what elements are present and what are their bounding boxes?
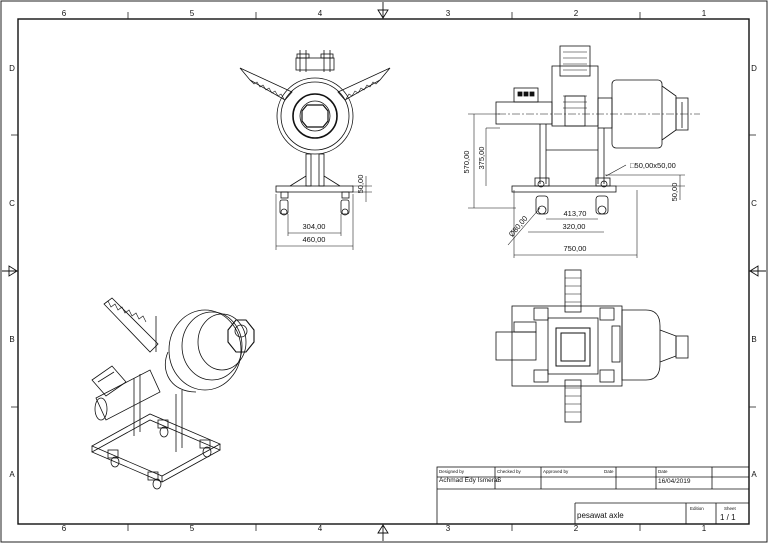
sheet-number: 1 / 1 (720, 513, 736, 522)
col-label-top: 2 (574, 9, 579, 18)
top-cylinder (621, 309, 661, 381)
side-view (468, 45, 700, 258)
row-label-left: B (9, 335, 14, 344)
inner-border (17, 18, 750, 525)
checker-name: S (497, 477, 502, 484)
side-control-box (513, 87, 539, 103)
approved-by-label: Approved by (543, 469, 569, 474)
drawing-title: pesawat axle (577, 511, 624, 520)
hub-spline (301, 104, 329, 128)
isometric-view (91, 297, 255, 490)
col-label-top: 1 (702, 9, 707, 18)
dim-front-inner-width: 304,00 (303, 222, 326, 231)
col-label-bottom: 6 (62, 524, 67, 533)
dim-front-height: 50,00 (356, 175, 365, 194)
zone-labels: 6 5 4 3 2 1 6 5 4 3 2 1 D C B A D C B A (9, 9, 757, 533)
top-wing-upper (564, 269, 582, 313)
row-label-left: D (9, 64, 15, 73)
zone-ticks (11, 12, 756, 531)
col-label-top: 3 (446, 9, 451, 18)
row-label-right: B (751, 335, 756, 344)
col-label-bottom: 4 (318, 524, 323, 533)
side-top-clamp (559, 45, 591, 77)
top-view (495, 269, 689, 423)
dim-side-inner-span: 413,70 (564, 209, 587, 218)
drawing-date: 16/04/2019 (658, 478, 691, 485)
left-wing-teeth (249, 79, 285, 100)
dim-square-section: □50,00x50,00 (630, 161, 676, 170)
row-label-right: C (751, 199, 757, 208)
date-label-1: Date (604, 469, 614, 474)
row-label-left: A (9, 470, 15, 479)
edition-label: Edition (690, 506, 704, 511)
iso-shaft (95, 369, 161, 421)
row-label-right: D (751, 64, 757, 73)
front-view (239, 50, 391, 250)
iso-flange (227, 319, 255, 353)
col-label-bottom: 2 (574, 524, 579, 533)
date-label-2: Date (658, 469, 668, 474)
side-dimensions (468, 113, 685, 258)
dim-front-outer-width: 460,00 (303, 235, 326, 244)
col-label-bottom: 1 (702, 524, 707, 533)
top-clamp (295, 57, 335, 71)
row-label-right: A (751, 470, 757, 479)
front-base (275, 185, 354, 193)
col-label-bottom: 5 (190, 524, 195, 533)
top-wing-lower (564, 379, 582, 423)
dim-side-right-height: 50,00 (670, 183, 679, 202)
dim-side-total-span: 750,00 (564, 244, 587, 253)
iso-wing (103, 297, 159, 353)
sheet-label: Sheet (724, 506, 736, 511)
col-label-top: 4 (318, 9, 323, 18)
title-block (436, 466, 750, 525)
right-wing-teeth (345, 79, 381, 100)
dim-side-total-height: 570,00 (462, 151, 471, 174)
hub-outer (276, 77, 354, 155)
row-label-left: C (9, 199, 15, 208)
dim-side-mid-height: 375,00 (477, 147, 486, 170)
checked-by-label: Checked by (497, 469, 521, 474)
col-label-bottom: 3 (446, 524, 451, 533)
designer-name: Achmad Edy Ismerai (439, 477, 499, 484)
col-label-top: 5 (190, 9, 195, 18)
col-label-top: 6 (62, 9, 67, 18)
iso-control-box (91, 365, 127, 397)
iso-cylinder-outer (168, 309, 242, 391)
front-dimensions (275, 176, 372, 250)
designed-by-label: Designed by (439, 469, 465, 474)
dim-side-mid-span: 320,00 (563, 222, 586, 231)
side-base (511, 185, 617, 193)
